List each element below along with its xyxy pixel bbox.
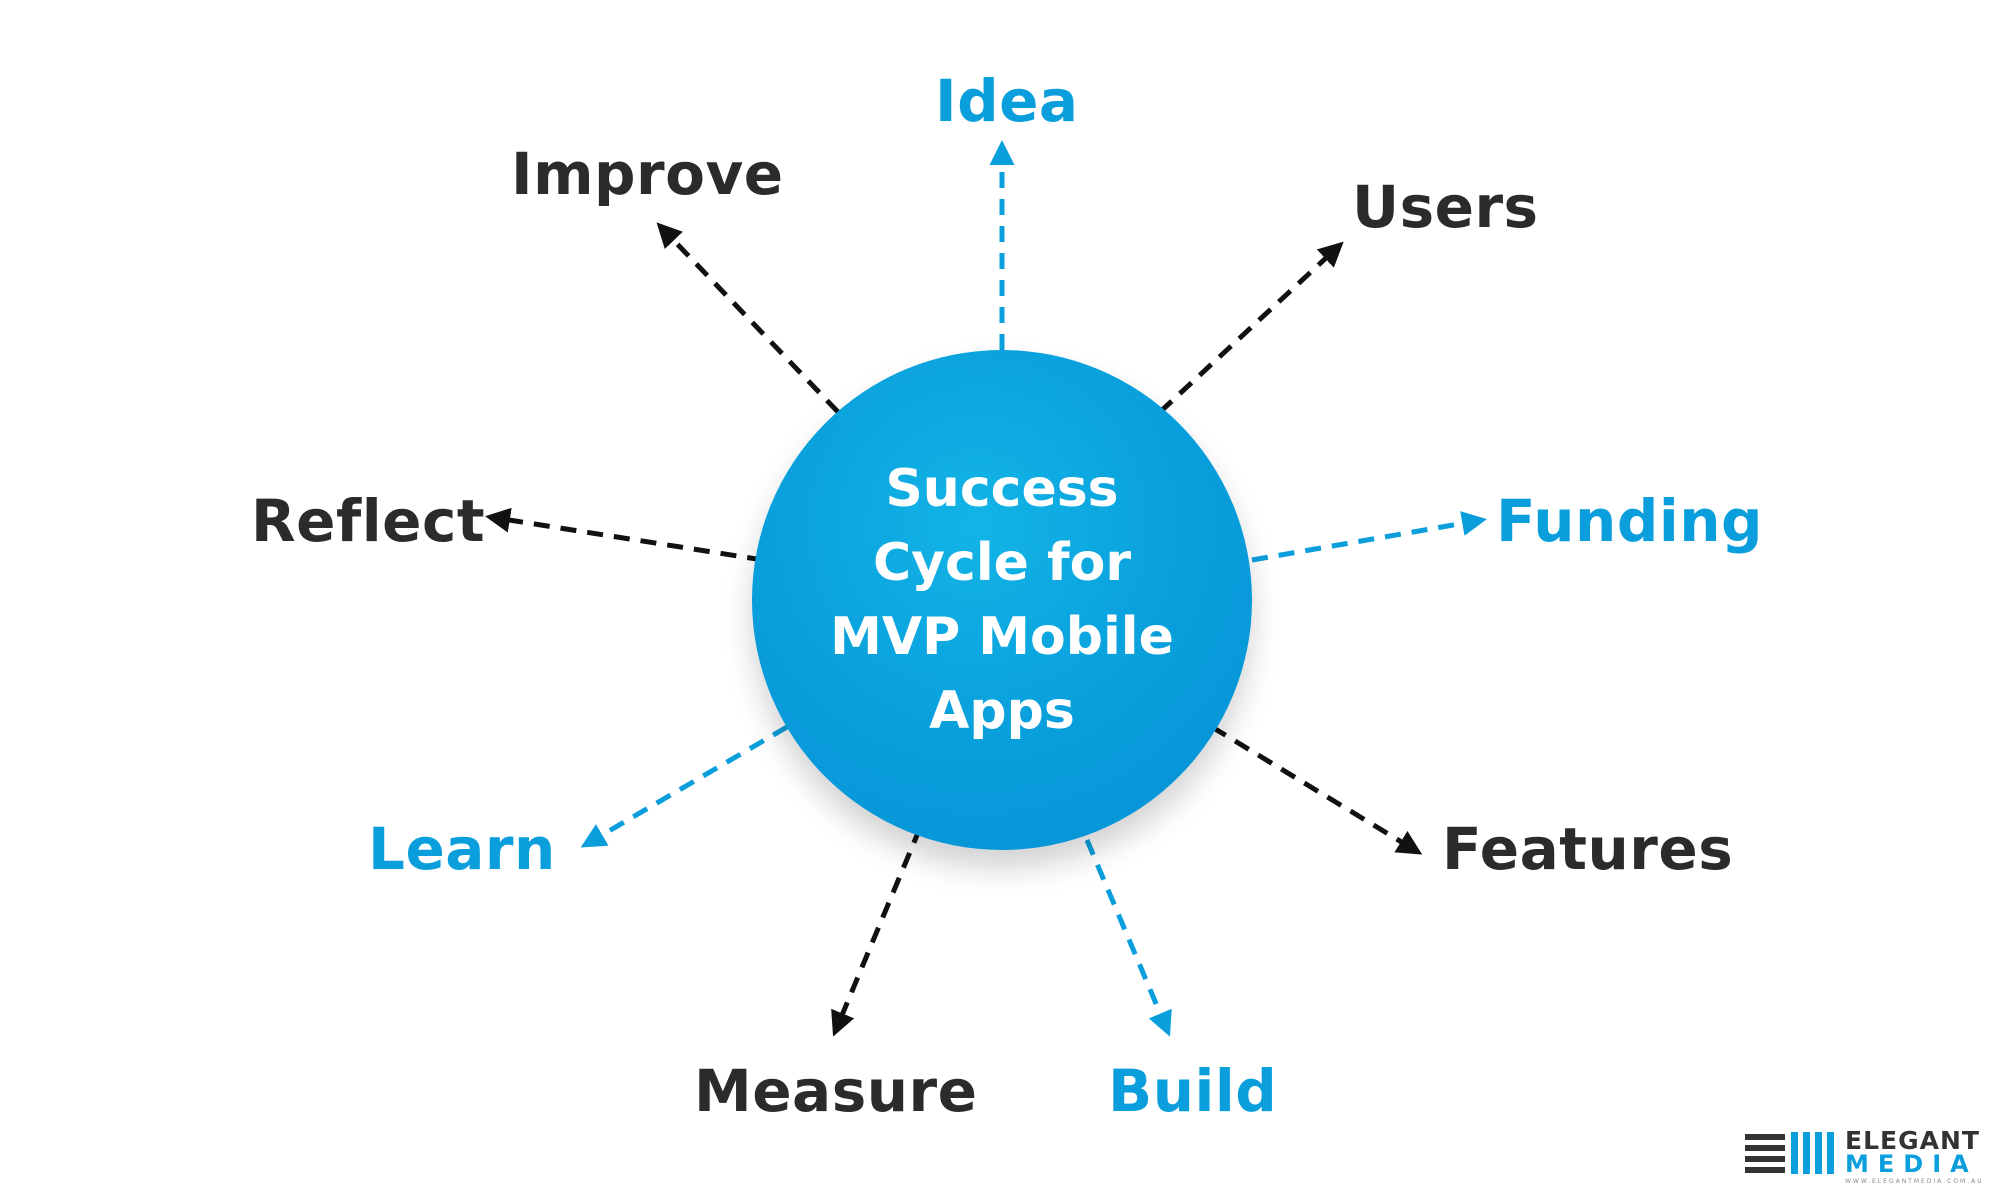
- node-build-label: Build: [1108, 1057, 1278, 1125]
- node-features-label: Features: [1442, 815, 1734, 883]
- node-idea-label: Idea: [935, 67, 1079, 135]
- hub-line-3: MVP Mobile: [830, 607, 1174, 667]
- hub-line-1: Success: [885, 459, 1119, 519]
- node-measure-label: Measure: [694, 1057, 978, 1125]
- arrow-to-reflect: [485, 507, 764, 563]
- arrow-to-learn: [580, 724, 789, 848]
- arrow-to-features: [1210, 724, 1423, 855]
- hub-title: Success Cycle for MVP Mobile Apps: [812, 452, 1192, 748]
- arrow-to-build: [1084, 839, 1172, 1037]
- central-hub: Success Cycle for MVP Mobile Apps: [752, 350, 1252, 850]
- arrow-to-improve: [656, 222, 840, 414]
- arrow-to-funding: [1251, 511, 1487, 563]
- logo-url: WWW.ELEGANTMEDIA.COM.AU: [1845, 1178, 1984, 1185]
- node-funding-label: Funding: [1496, 487, 1764, 555]
- node-learn-label: Learn: [368, 815, 556, 883]
- arrow-to-users: [1158, 241, 1344, 414]
- hub-line-2: Cycle for: [872, 533, 1132, 593]
- arrow-to-measure: [831, 827, 923, 1037]
- hub-line-4: Apps: [929, 681, 1075, 741]
- logo-word-top: ELEGANT: [1845, 1126, 1980, 1155]
- elegant-media-bars-logo-icon: [1745, 1132, 1834, 1174]
- logo-word-bottom: MEDIA: [1845, 1150, 1978, 1178]
- node-reflect-label: Reflect: [251, 487, 486, 555]
- node-users-label: Users: [1352, 173, 1539, 241]
- node-improve-label: Improve: [511, 140, 784, 208]
- elegant-media-logo: ELEGANT MEDIA WWW.ELEGANTMEDIA.COM.AU: [1745, 1126, 1990, 1185]
